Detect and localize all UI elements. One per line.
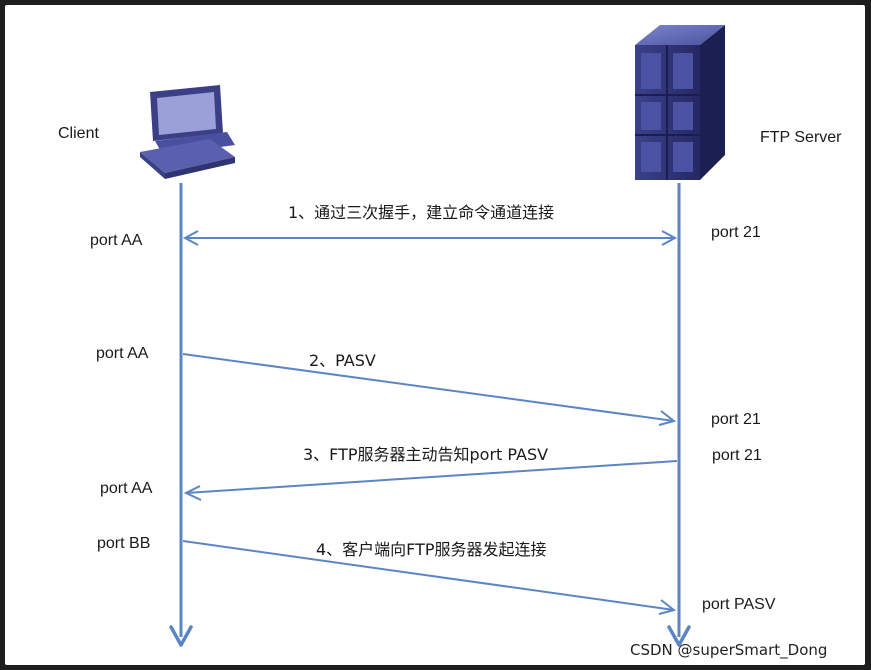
client-port-label: port BB — [97, 535, 150, 552]
server-port-label: port 21 — [711, 224, 761, 241]
computer-icon — [140, 85, 235, 179]
watermark: CSDN @superSmart_Dong — [630, 641, 827, 660]
server-port-label: port PASV — [702, 596, 776, 613]
server-port-label: port 21 — [712, 447, 762, 464]
message-4-label: 4、客户端向FTP服务器发起连接 — [316, 540, 547, 559]
message-1-label: 1、通过三次握手，建立命令通道连接 — [288, 203, 554, 222]
message-1-arrow — [182, 230, 678, 246]
diagram-canvas: Client FTP Server 1、通过三次握手，建立命令通道连接 2、PA… — [5, 5, 865, 665]
client-port-label: port AA — [96, 345, 149, 362]
message-2-arrow — [182, 353, 677, 426]
server-lifeline — [667, 183, 691, 647]
client-port-label: port AA — [90, 232, 143, 249]
message-2-label: 2、PASV — [309, 351, 376, 370]
message-3-label: 3、FTP服务器主动告知port PASV — [303, 445, 548, 464]
server-port-label: port 21 — [711, 411, 761, 428]
message-4-arrow — [182, 540, 677, 615]
server-label: FTP Server — [760, 129, 842, 146]
server-rack-icon — [635, 25, 725, 180]
sequence-diagram: Client FTP Server 1、通过三次握手，建立命令通道连接 2、PA… — [58, 25, 842, 660]
message-3-arrow — [183, 460, 678, 501]
client-label: Client — [58, 125, 99, 142]
client-lifeline — [169, 183, 193, 647]
client-port-label: port AA — [100, 480, 153, 497]
